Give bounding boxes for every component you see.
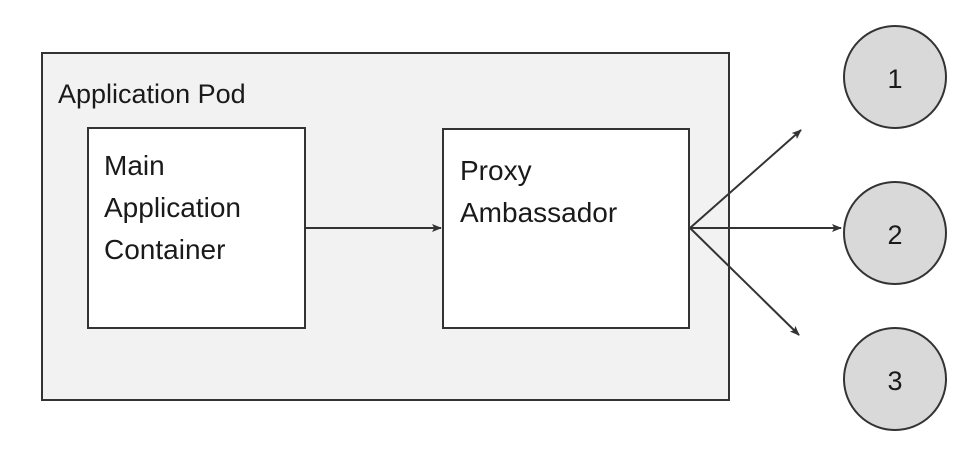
main-application-container-label-line2: Application — [104, 192, 241, 223]
service-3-label: 3 — [887, 366, 902, 396]
service-1-label: 1 — [887, 64, 902, 94]
edge-proxy-to-service-3-arrow[interactable] — [689, 227, 800, 336]
application-pod-label: Application Pod — [58, 79, 246, 109]
proxy-ambassador-label-line1: Proxy — [460, 155, 532, 186]
service-3-circle[interactable] — [843, 327, 947, 431]
proxy-ambassador-box[interactable] — [442, 128, 690, 329]
main-application-container-label-line3: Container — [104, 234, 225, 265]
edge-proxy-to-service-1-arrow[interactable] — [689, 129, 802, 229]
main-application-container-label-line1: Main — [104, 150, 165, 181]
service-2-label: 2 — [887, 220, 902, 250]
proxy-ambassador-label-line2: Ambassador — [460, 197, 617, 228]
main-application-container-box[interactable] — [87, 127, 306, 329]
service-2-circle[interactable] — [843, 181, 947, 285]
service-1-circle[interactable] — [843, 25, 947, 129]
